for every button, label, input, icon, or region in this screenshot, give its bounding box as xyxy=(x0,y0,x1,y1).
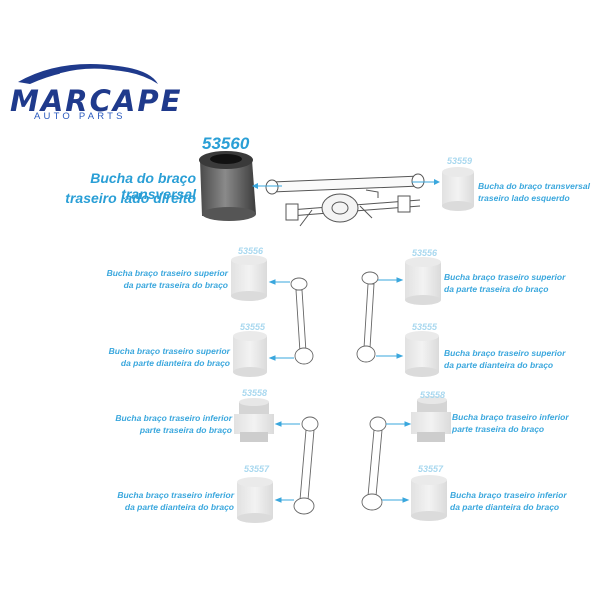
part-label-left-line2: da parte dianteira do braço xyxy=(120,358,230,368)
part-code-right: 53557 xyxy=(418,464,444,474)
arrow-left-icon xyxy=(268,279,290,285)
arrow-right-icon xyxy=(378,277,404,283)
part-code-left: 53556 xyxy=(238,246,264,256)
part-label-right-line1: Bucha braço traseiro inferior xyxy=(452,412,569,422)
arrow-left-icon xyxy=(274,421,300,427)
part-label-left-line1: Bucha braço traseiro superior xyxy=(108,346,230,356)
part-label-right-line1: Bucha braço traseiro inferior xyxy=(450,490,567,500)
arrow-right-icon xyxy=(382,497,410,503)
arrow-right-icon xyxy=(412,179,440,185)
bushing-53558-left-image xyxy=(234,398,274,442)
main-part-label-line2: traseiro lado direito xyxy=(65,190,196,206)
arrow-right-icon xyxy=(386,421,412,427)
bushing-53556-right-image xyxy=(405,257,441,305)
brand-name: MARCAPE xyxy=(10,84,183,118)
part-label-right-line1: Bucha braço traseiro superior xyxy=(444,272,566,282)
bushing-53555-left-image xyxy=(233,331,267,377)
part-label-right-line2: da parte dianteira do braço xyxy=(450,502,560,512)
bushing-53557-right-image xyxy=(411,475,447,521)
main-part-code: 53560 xyxy=(202,134,250,153)
part-label-left-line2: parte traseira do braço xyxy=(139,425,232,435)
part-label-left-line1: Bucha braço traseiro inferior xyxy=(117,490,234,500)
part-code-left: 53558 xyxy=(242,388,268,398)
bushing-53555-right-image xyxy=(405,331,439,377)
part-label-left-line2: da parte traseira do braço xyxy=(123,280,228,290)
left-bushings xyxy=(231,255,274,523)
part-label-53559-line2: traseiro lado esquerdo xyxy=(478,193,570,203)
bushing-53556-left-image xyxy=(231,255,267,301)
part-label-right-line2: parte traseira do braço xyxy=(452,424,545,434)
bushing-53559-image xyxy=(442,167,474,211)
part-code-right: 53556 xyxy=(412,248,438,258)
main-bushing-image xyxy=(199,151,256,221)
upper-arm-right-diagram xyxy=(356,271,379,363)
brand-subtitle: AUTO PARTS xyxy=(34,111,126,122)
part-code-53559: 53559 xyxy=(447,156,473,166)
part-label-left-line2: da parte dianteira do braço xyxy=(124,502,234,512)
part-code-left: 53555 xyxy=(240,322,266,332)
arrow-left-icon xyxy=(268,355,294,361)
part-label-left-line1: Bucha braço traseiro superior xyxy=(106,268,228,278)
lower-arm-left-diagram xyxy=(293,416,319,515)
lower-arm-right-diagram xyxy=(361,416,387,511)
bushing-53557-left-image xyxy=(237,477,273,523)
arrow-left-icon xyxy=(274,497,294,503)
part-label-right-line2: da parte traseira do braço xyxy=(444,284,549,294)
rear-axle-diagram xyxy=(265,173,425,227)
part-label-left-line1: Bucha braço traseiro inferior xyxy=(115,413,232,423)
bushing-53558-right-image xyxy=(411,396,451,442)
right-bushings xyxy=(405,257,451,521)
main-part-label-line1: Bucha do braço transversal xyxy=(90,170,196,202)
pointer-arrows xyxy=(268,277,412,503)
part-code-left: 53557 xyxy=(244,464,270,474)
arrow-right-icon xyxy=(376,353,404,359)
logo-swoosh-icon xyxy=(18,64,158,84)
part-label-right-line1: Bucha braço traseiro superior xyxy=(444,348,566,358)
part-label-53559-line1: Bucha do braço transversal xyxy=(478,181,590,191)
part-label-right-line2: da parte dianteira do braço xyxy=(444,360,554,370)
arrow-left-icon xyxy=(252,183,282,189)
upper-arm-left-diagram xyxy=(290,277,314,365)
part-code-right: 53558 xyxy=(420,390,446,400)
part-code-right: 53555 xyxy=(412,322,438,332)
